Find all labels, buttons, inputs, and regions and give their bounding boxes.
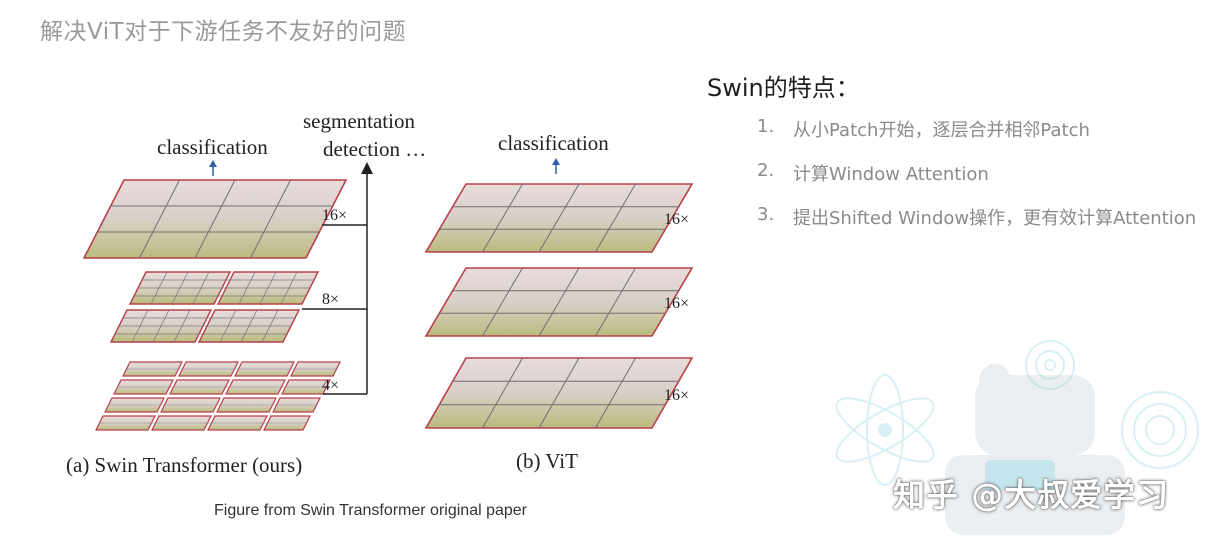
swin-4x-grid bbox=[99, 368, 336, 424]
vit-layer-top bbox=[424, 183, 694, 253]
swin-layer-4x bbox=[95, 361, 341, 431]
feature-number: 2. bbox=[757, 160, 775, 181]
swin-segmentation-label: segmentation bbox=[303, 109, 415, 133]
zhihu-watermark: 知乎 @大叔爱学习 bbox=[893, 476, 1170, 514]
features-list: 1. 从小Patch开始，逐层合并相邻Patch 2. 计算Window Att… bbox=[757, 116, 1196, 248]
vit-scale-top: 16× bbox=[664, 211, 689, 228]
feature-item: 3. 提出Shifted Window操作，更有效计算Attention bbox=[757, 204, 1196, 248]
robot-watermark-icon bbox=[835, 340, 1199, 535]
vit-classification-label: classification bbox=[498, 131, 609, 155]
swin-layer-8x bbox=[109, 271, 320, 343]
vit-classification-arrowhead bbox=[552, 158, 560, 165]
swin-scale-16x: 16× bbox=[322, 207, 347, 224]
vit-caption: (b) ViT bbox=[516, 449, 578, 473]
feature-item: 1. 从小Patch开始，逐层合并相邻Patch bbox=[757, 116, 1196, 160]
swin-scale-4x: 4× bbox=[322, 377, 339, 394]
feature-number: 1. bbox=[757, 116, 775, 137]
swin-scale-8x: 8× bbox=[322, 291, 339, 308]
slide-title: 解决ViT对于下游任务不友好的问题 bbox=[40, 19, 407, 45]
feature-text: 从小Patch开始，逐层合并相邻Patch bbox=[793, 120, 1090, 141]
swin-vit-figure: classification segmentation detection … … bbox=[66, 109, 694, 477]
figure-caption: Figure from Swin Transformer original pa… bbox=[214, 502, 528, 519]
vit-layer-middle bbox=[424, 267, 694, 337]
vit-scale-middle: 16× bbox=[664, 295, 689, 312]
feature-text: 计算Window Attention bbox=[793, 164, 989, 185]
vit-scale-bottom: 16× bbox=[664, 387, 689, 404]
swin-layer-16x bbox=[82, 179, 348, 259]
swin-caption: (a) Swin Transformer (ours) bbox=[66, 453, 302, 477]
swin-detection-label: detection … bbox=[323, 137, 426, 161]
feature-text: 提出Shifted Window操作，更有效计算Attention bbox=[793, 208, 1197, 229]
swin-classification-arrowhead bbox=[209, 160, 217, 167]
feature-item: 2. 计算Window Attention bbox=[757, 160, 1196, 204]
features-title: Swin的特点： bbox=[707, 74, 860, 102]
vit-layer-bottom bbox=[424, 357, 694, 429]
feature-number: 3. bbox=[757, 204, 775, 225]
swin-classification-label: classification bbox=[157, 135, 268, 159]
